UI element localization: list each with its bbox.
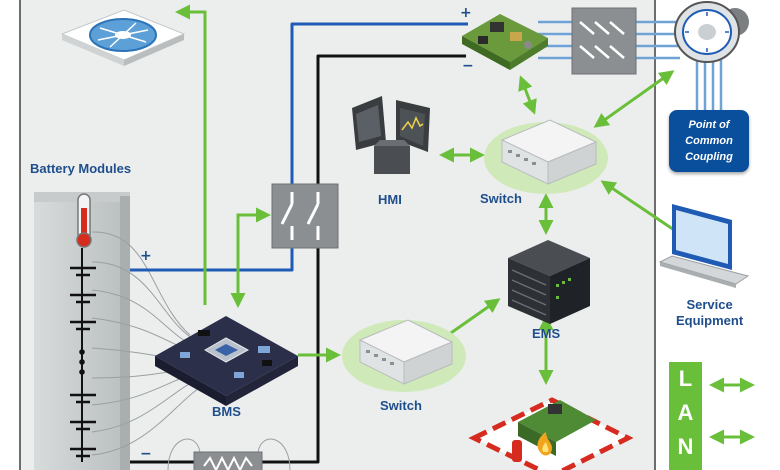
minus-sign-battery: − [140,446,152,462]
pcc-label: Point of Common Coupling [685,119,733,163]
link-inverter-switch [518,75,537,115]
plus-sign-battery: + [140,248,152,264]
server-rack-icon [508,240,590,324]
battery-modules-label: Battery Modules [30,161,132,176]
bms-label: BMS [212,404,241,419]
minus-sign-top: − [462,58,474,74]
negative-dc-bus [130,248,320,464]
network-switch-icon [484,119,608,194]
bms-board-icon [155,316,298,406]
switch-top-label: Switch [480,191,522,206]
point-of-common-coupling: Point of Common Coupling [669,110,749,172]
thermometer-icon [76,193,92,248]
energy-meter-icon [674,1,749,63]
inverter-board-icon [462,14,548,70]
communication-links [175,4,755,445]
resistor-icon [167,438,291,470]
breaker-switch-icon [271,183,339,249]
battery-cells [70,248,96,462]
laptop-icon [658,204,750,288]
lan-letter-l: L [678,366,693,391]
lan-bar: L A N [669,362,702,470]
power-lines [130,20,723,464]
positive-dc-bus [130,248,294,272]
ems-label: EMS [532,326,561,341]
ac-breaker-icon [571,7,637,75]
service-equipment-label: Service Equipment [676,297,744,328]
link-switch-ems [447,298,501,337]
fan-icon [60,9,186,66]
hmi-monitor-icon [352,96,430,174]
lan-letter-a: A [677,400,694,425]
network-switch-icon [342,319,466,392]
negative-dc-bus-upper [316,54,466,190]
link-switch-meter [593,70,675,128]
link-bms-breaker [230,207,271,308]
fire-suppression-icon [468,397,634,470]
switch-bottom-label: Switch [380,398,422,413]
lan-letter-n: N [677,434,694,459]
link-bms-fan [175,4,207,305]
hmi-label: HMI [378,192,402,207]
positive-dc-bus-upper [290,22,468,190]
plus-sign-top: + [460,5,472,21]
